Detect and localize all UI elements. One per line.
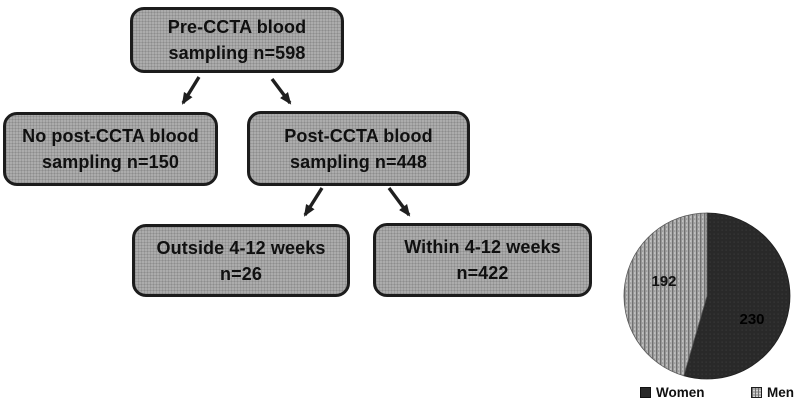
flow-box-no-post-ccta: No post-CCTA blood sampling n=150 — [3, 112, 218, 186]
flow-box-label: Outside 4-12 weeks — [156, 237, 326, 258]
flow-box-label: Within 4-12 weeks — [404, 237, 561, 257]
legend-item-women: Women — [640, 385, 705, 400]
flow-box-label: sampling n=150 — [42, 152, 179, 172]
flow-box-label: n=26 — [220, 263, 262, 284]
pie-label-men: 192 — [651, 273, 676, 290]
flow-box-label: No post-CCTA blood — [22, 126, 199, 146]
legend-label-men: Men — [767, 384, 794, 400]
flow-box-within-window: Within 4-12 weeks n=422 — [373, 223, 592, 297]
pie-chart: 192 230 — [623, 212, 791, 380]
arrow-pre-to-nopost — [181, 76, 201, 105]
legend-label-women: Women — [656, 384, 705, 400]
flow-box-pre-ccta: Pre-CCTA blood sampling n=598 — [130, 7, 344, 73]
legend-item-men: Men — [751, 385, 794, 400]
arrow-post-to-within — [387, 186, 411, 217]
pie-slice-men — [623, 212, 708, 377]
flow-box-outside-window: Outside 4-12 weeks n=26 — [132, 224, 350, 297]
women-swatch-icon — [640, 386, 651, 398]
men-swatch-icon — [751, 386, 762, 398]
flow-box-label: n=422 — [456, 263, 509, 283]
pie-legend: Women Men — [640, 383, 794, 401]
flow-box-label: sampling n=448 — [290, 151, 427, 172]
pie-label-women: 230 — [739, 311, 764, 328]
flow-box-label: Pre-CCTA blood — [167, 17, 307, 37]
arrow-post-to-outside — [303, 187, 324, 217]
flow-box-label: Post-CCTA blood — [284, 125, 433, 146]
flow-box-label: sampling n=598 — [168, 43, 306, 63]
pie-slice-women — [683, 212, 791, 380]
arrow-pre-to-post — [270, 77, 292, 105]
flow-box-post-ccta: Post-CCTA blood sampling n=448 — [247, 111, 470, 186]
